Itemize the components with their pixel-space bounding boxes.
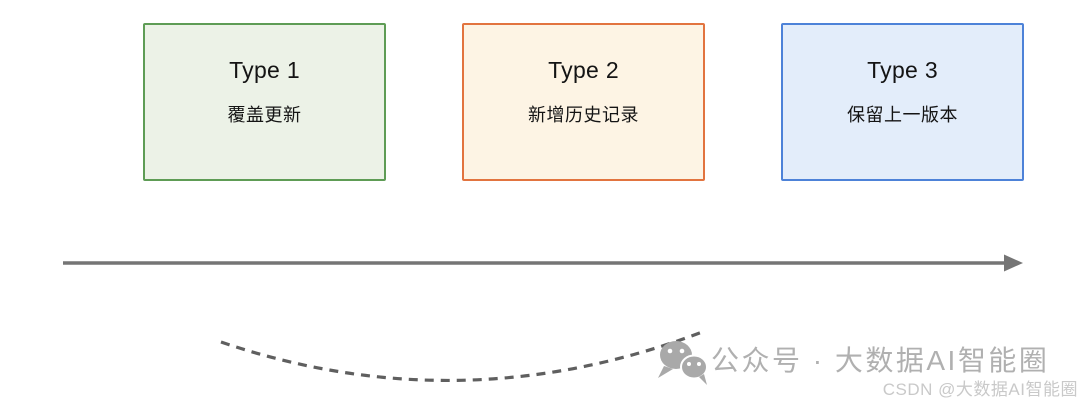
type-1-subtitle: 覆盖更新 — [227, 105, 302, 125]
type-2-box: Type 2 新增历史记录 — [462, 23, 705, 181]
timeline-arrow-head — [1004, 254, 1023, 272]
dashed-curve — [220, 329, 706, 383]
wechat-icon-eye — [667, 348, 673, 354]
type-1-title: Type 1 — [229, 57, 300, 83]
wechat-icon-big-bubble — [660, 341, 692, 369]
type-3-title: Type 3 — [867, 57, 938, 83]
wechat-icon-eye — [697, 362, 701, 366]
wechat-icon-small-bubble — [680, 354, 708, 380]
wechat-icon-small-tail — [699, 374, 707, 385]
wechat-icon-big-tail — [658, 366, 673, 378]
type-2-title: Type 2 — [548, 57, 619, 83]
wechat-icon — [658, 341, 708, 385]
watermark-label: 公众号 · 大数据AI智能圈 — [711, 345, 1050, 376]
type-1-box: Type 1 覆盖更新 — [143, 23, 386, 181]
csdn-watermark-label: CSDN @大数据AI智能圈 — [882, 380, 1078, 399]
type-3-subtitle: 保留上一版本 — [847, 105, 958, 125]
wechat-icon-eye — [687, 362, 691, 366]
wechat-icon-eye — [679, 348, 685, 354]
type-2-subtitle: 新增历史记录 — [528, 105, 639, 125]
type-3-box: Type 3 保留上一版本 — [781, 23, 1024, 181]
